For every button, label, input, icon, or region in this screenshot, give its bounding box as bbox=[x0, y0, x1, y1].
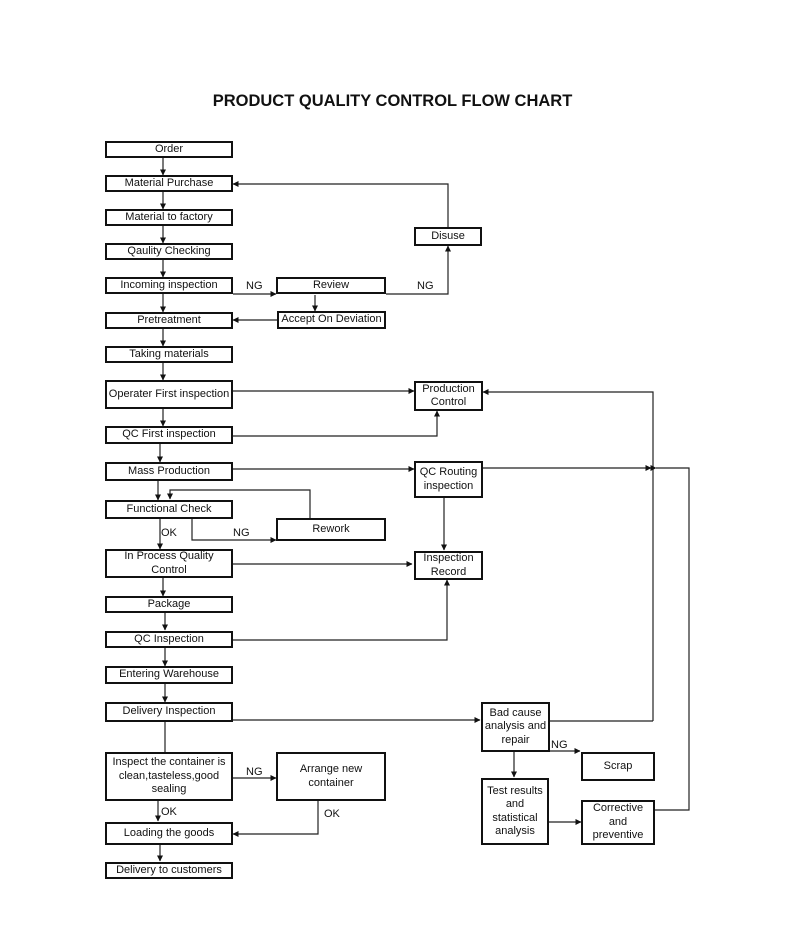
arrow-qcfirst-prodcontrol bbox=[233, 410, 440, 437]
chart-title: PRODUCT QUALITY CONTROL FLOW CHART bbox=[212, 92, 573, 110]
node-material-purchase: Material Purchase bbox=[105, 175, 233, 192]
label-ng-bad-cause: NG bbox=[551, 739, 568, 751]
node-rework: Rework bbox=[276, 518, 386, 541]
arrow-right-prodcontrol bbox=[482, 389, 654, 721]
node-test-results: Test results and statistical analysis bbox=[481, 778, 549, 845]
label-ng-container: NG bbox=[246, 766, 263, 778]
node-package: Package bbox=[105, 596, 233, 613]
node-taking-materials: Taking materials bbox=[105, 346, 233, 363]
node-order: Order bbox=[105, 141, 233, 158]
node-mass-production: Mass Production bbox=[105, 462, 233, 481]
label-ok-arrange: OK bbox=[324, 808, 340, 820]
node-incoming-inspection: Incoming inspection bbox=[105, 277, 233, 294]
arrow-qcinspection-record bbox=[233, 579, 450, 641]
label-ok-container: OK bbox=[161, 806, 177, 818]
node-disuse: Disuse bbox=[414, 227, 482, 246]
node-bad-cause-analysis: Bad cause analysis and repair bbox=[481, 702, 550, 752]
node-review: Review bbox=[276, 277, 386, 294]
node-qc-inspection: QC Inspection bbox=[105, 631, 233, 648]
label-ng-functional: NG bbox=[233, 527, 250, 539]
arrow-review-disuse bbox=[386, 245, 451, 295]
node-qc-routing-inspection: QC Routing inspection bbox=[414, 461, 483, 498]
node-quality-checking: Qaulity Checking bbox=[105, 243, 233, 260]
node-arrange-new-container: Arrange new container bbox=[276, 752, 386, 801]
arrow-rework-functional bbox=[167, 489, 311, 518]
label-ng-review: NG bbox=[417, 280, 434, 292]
node-pretreatment: Pretreatment bbox=[105, 312, 233, 329]
node-operater-first-inspection: Operater First inspection bbox=[105, 380, 233, 409]
arrow-disuse-purchase bbox=[232, 181, 449, 227]
node-functional-check: Functional Check bbox=[105, 500, 233, 519]
node-production-control: Production Control bbox=[414, 381, 483, 411]
node-in-process-quality-control: In Process Quality Control bbox=[105, 549, 233, 578]
arrow-arrange-loading bbox=[232, 801, 319, 837]
node-delivery-to-customers: Delivery to customers bbox=[105, 862, 233, 879]
node-material-to-factory: Material to factory bbox=[105, 209, 233, 226]
node-inspect-container: Inspect the container is clean,tasteless… bbox=[105, 752, 233, 801]
label-ok-functional: OK bbox=[161, 527, 177, 539]
node-entering-warehouse: Entering Warehouse bbox=[105, 666, 233, 684]
node-qc-first-inspection: QC First inspection bbox=[105, 426, 233, 444]
node-loading-goods: Loading the goods bbox=[105, 822, 233, 845]
node-accept-on-deviation: Accept On Deviation bbox=[277, 311, 386, 329]
node-corrective-preventive: Corrective and preventive bbox=[581, 800, 655, 845]
arrow-corrective-right bbox=[650, 465, 690, 811]
label-ng-incoming: NG bbox=[246, 280, 263, 292]
node-inspection-record: Inspection Record bbox=[414, 551, 483, 580]
node-delivery-inspection: Delivery Inspection bbox=[105, 702, 233, 722]
arrow-functional-rework bbox=[191, 519, 277, 543]
node-scrap: Scrap bbox=[581, 752, 655, 781]
